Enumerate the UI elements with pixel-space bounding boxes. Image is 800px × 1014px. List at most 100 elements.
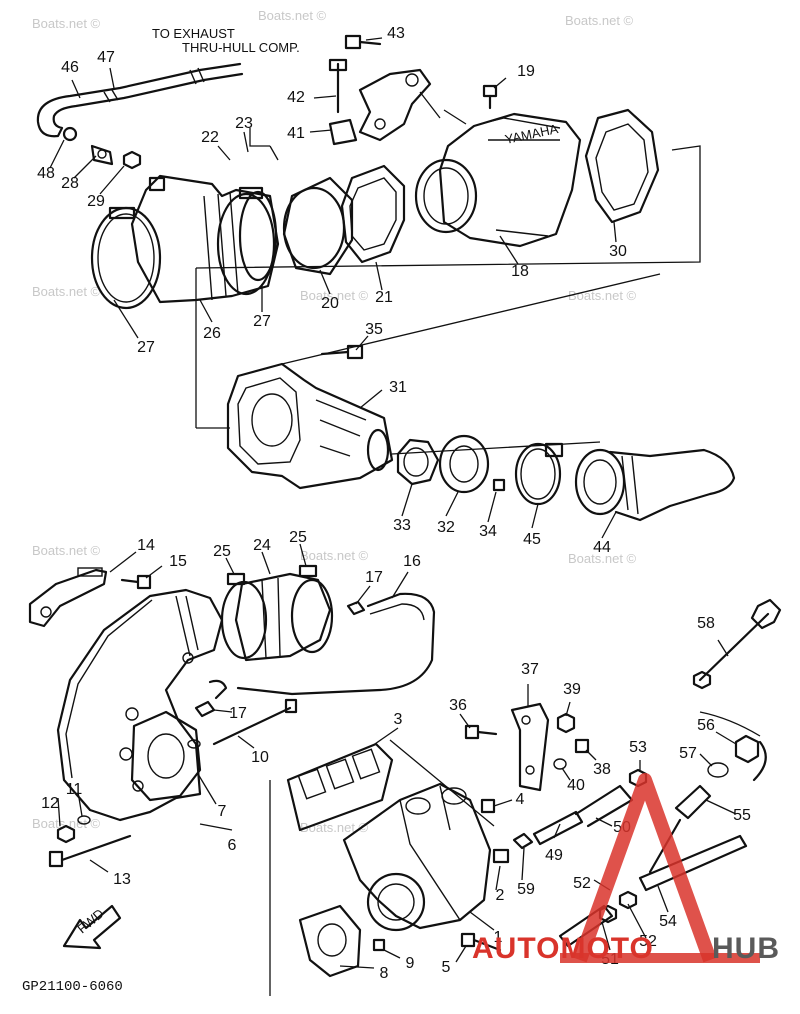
watermark-11: Boats.net © <box>300 820 369 835</box>
part-number-27a: 27 <box>137 339 155 356</box>
part-number-33: 33 <box>393 517 411 534</box>
part-number-52b: 52 <box>639 933 657 950</box>
part-number-5: 5 <box>442 959 451 976</box>
exhaust-note-line2: THRU-HULL COMP. <box>182 40 300 55</box>
hose-54-drawing <box>638 834 748 892</box>
fitting-49-drawing <box>532 784 634 846</box>
pin-9-drawing <box>372 938 386 952</box>
part-number-45: 45 <box>523 531 541 548</box>
logo-text-automoto: AUTOMOTO <box>472 932 654 965</box>
part-number-46: 46 <box>61 59 79 76</box>
part-number-19: 19 <box>517 63 535 80</box>
nut-12-drawing <box>56 824 76 844</box>
watermark-6: Boats.net © <box>568 288 637 303</box>
drawing-code: GP21100-6060 <box>22 979 123 995</box>
part-number-32: 32 <box>437 519 455 536</box>
clip-17a-drawing <box>346 600 366 616</box>
watermark-9: Boats.net © <box>568 551 637 566</box>
part-number-13: 13 <box>113 871 131 888</box>
part-number-30: 30 <box>609 243 627 260</box>
part-number-25a: 25 <box>213 543 231 560</box>
part-number-48: 48 <box>37 165 55 182</box>
manifold-1-drawing <box>286 742 492 932</box>
part-number-56: 56 <box>697 717 715 734</box>
part-number-7: 7 <box>218 803 227 820</box>
nut-7-drawing <box>187 739 201 749</box>
exhaust-note-line1: TO EXHAUST <box>152 26 235 41</box>
bracket-37-drawing <box>510 702 550 792</box>
gasket-8-drawing <box>298 904 362 978</box>
part-number-10: 10 <box>251 749 269 766</box>
bolt-58-drawing <box>692 598 782 690</box>
washer-40-drawing <box>553 758 567 770</box>
gasket-30-drawing <box>584 108 660 224</box>
clamp-45-drawing <box>514 442 564 506</box>
watermark-5: Boats.net © <box>300 288 369 303</box>
watermark-7: Boats.net © <box>32 543 101 558</box>
part-number-18: 18 <box>511 263 529 280</box>
part-number-3: 3 <box>394 711 403 728</box>
part-number-42: 42 <box>287 89 305 106</box>
part-number-43: 43 <box>387 25 405 42</box>
part-number-29: 29 <box>87 193 105 210</box>
chamber-31-drawing <box>226 362 394 490</box>
svg-text:YAMAHA: YAMAHA <box>504 121 560 147</box>
clamp-25b-drawing <box>298 564 318 578</box>
clamp-25a-drawing <box>226 572 246 586</box>
clamp-27b-drawing <box>238 186 278 282</box>
washer-11-drawing <box>77 815 91 825</box>
part-number-15: 15 <box>169 553 187 570</box>
part-number-49: 49 <box>545 847 563 864</box>
part-number-11: 11 <box>66 781 83 798</box>
fwd-label: FWD <box>74 906 106 937</box>
part-number-41: 41 <box>287 125 305 142</box>
part-number-16: 16 <box>403 553 421 570</box>
leader-lines <box>49 37 737 969</box>
part-number-52a: 52 <box>573 875 591 892</box>
part-number-20: 20 <box>321 295 339 312</box>
joint-24-drawing <box>220 572 334 662</box>
clamp-27-drawing <box>90 206 162 310</box>
hose-16-drawing <box>236 592 436 696</box>
nut-39-drawing <box>556 712 576 734</box>
part-number-2: 2 <box>496 887 505 904</box>
watermark-4: Boats.net © <box>32 284 101 299</box>
hose-46-drawing <box>36 62 244 138</box>
part-number-4: 4 <box>516 791 525 808</box>
group-frame-right <box>269 711 761 996</box>
bolt-19-drawing <box>482 84 498 110</box>
part-number-54: 54 <box>659 913 677 930</box>
fittings-28-29-48 <box>62 126 142 170</box>
bolt-5-drawing <box>460 932 502 952</box>
watermark-3: Boats.net © <box>565 13 634 28</box>
part-number-37: 37 <box>521 661 539 678</box>
bolt-43-drawing <box>344 34 382 50</box>
muffler-18-drawing: YAMAHA <box>414 112 582 248</box>
gasket-33-drawing <box>396 438 440 486</box>
part-number-21: 21 <box>375 289 393 306</box>
watermarks: Boats.net © Boats.net © Boats.net © Boat… <box>32 8 637 835</box>
fwd-arrow-icon: FWD <box>62 904 122 950</box>
part-number-17a: 17 <box>365 569 383 586</box>
part-number-59: 59 <box>517 881 535 898</box>
part-number-39: 39 <box>563 681 581 698</box>
watermark-8: Boats.net © <box>300 548 369 563</box>
bolt-38-drawing <box>574 738 590 754</box>
part-number-53: 53 <box>629 739 647 756</box>
part-number-28: 28 <box>61 175 79 192</box>
part-number-25b: 25 <box>289 529 307 546</box>
gasket-21-drawing <box>340 164 406 264</box>
watermark-1: Boats.net © <box>32 16 101 31</box>
fitting-56-drawing <box>734 734 767 782</box>
part-number-36: 36 <box>449 697 467 714</box>
part-number-12: 12 <box>41 795 59 812</box>
part-number-57: 57 <box>679 745 697 762</box>
part-number-47: 47 <box>97 49 115 66</box>
part-number-58: 58 <box>697 615 715 632</box>
stay-14-drawing <box>28 567 108 628</box>
fitting-59-drawing <box>512 832 534 850</box>
part-number-9: 9 <box>406 955 415 972</box>
